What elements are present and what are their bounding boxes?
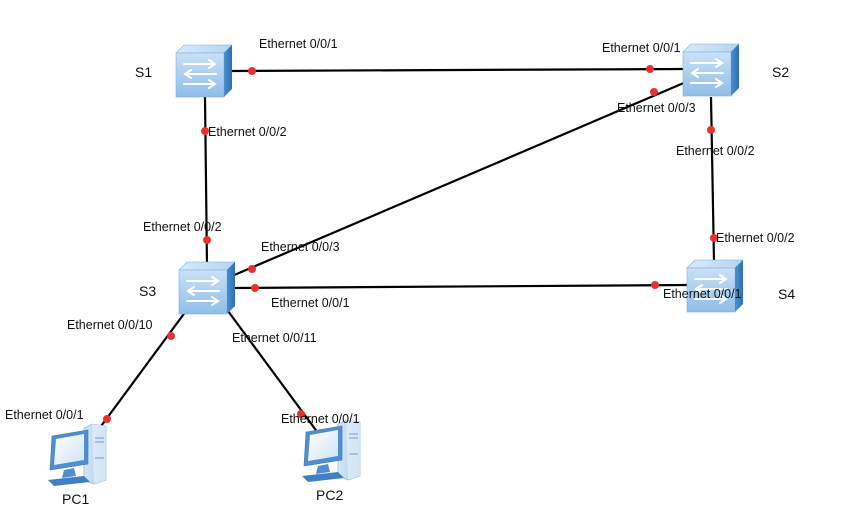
port-dot — [707, 126, 715, 134]
port-label-s1-e002: Ethernet 0/0/2 — [208, 125, 287, 139]
device-label-pc2: PC2 — [316, 487, 344, 503]
port-label-s3-e0010: Ethernet 0/0/10 — [67, 318, 153, 332]
device-label-pc1: PC1 — [62, 491, 90, 507]
port-dot — [248, 67, 256, 75]
device-label-s4: S4 — [778, 286, 796, 302]
port-label-s2-e003: Ethernet 0/0/3 — [617, 101, 696, 115]
link-s2-s3[interactable] — [231, 80, 687, 278]
pc-icon[interactable] — [47, 423, 107, 487]
port-label-s2-e002: Ethernet 0/0/2 — [676, 144, 755, 158]
device-label-s2: S2 — [772, 64, 790, 80]
port-dot — [251, 284, 259, 292]
port-dot — [203, 236, 211, 244]
port-dot — [650, 88, 658, 96]
port-dots — [103, 65, 718, 423]
device-label-s1: S1 — [135, 64, 153, 80]
port-label-s4-e002: Ethernet 0/0/2 — [716, 231, 795, 245]
port-dot — [248, 265, 256, 273]
port-label-pc1-e001: Ethernet 0/0/1 — [5, 408, 84, 422]
port-label-s3-e002: Ethernet 0/0/2 — [143, 220, 222, 234]
port-dot — [103, 415, 111, 423]
port-label-s3-e001: Ethernet 0/0/1 — [271, 296, 350, 310]
port-label-s1-e001: Ethernet 0/0/1 — [259, 37, 338, 51]
link-s1-s2[interactable] — [230, 67, 687, 73]
port-label-s4-e001: Ethernet 0/0/1 — [663, 287, 742, 301]
switch-icon[interactable] — [686, 259, 744, 313]
link-s3-pc1[interactable] — [95, 310, 187, 434]
port-dot — [710, 234, 718, 242]
port-dot — [646, 65, 654, 73]
port-label-s3-e0011: Ethernet 0/0/11 — [232, 331, 317, 345]
switch-icon[interactable] — [175, 44, 233, 98]
links — [95, 67, 716, 434]
pc-icon[interactable] — [301, 419, 361, 483]
port-label-pc2-e001: Ethernet 0/0/1 — [281, 412, 360, 426]
port-dot — [201, 127, 209, 135]
link-s3-s4[interactable] — [231, 283, 689, 290]
port-dot — [297, 410, 305, 418]
switch-icon[interactable] — [682, 43, 740, 97]
port-label-s3-e003: Ethernet 0/0/3 — [261, 240, 340, 254]
switch-icon[interactable] — [178, 261, 236, 315]
port-label-s2-e001: Ethernet 0/0/1 — [602, 41, 681, 55]
device-label-s3: S3 — [139, 283, 157, 299]
port-dot — [167, 332, 175, 340]
port-dot — [651, 281, 659, 289]
